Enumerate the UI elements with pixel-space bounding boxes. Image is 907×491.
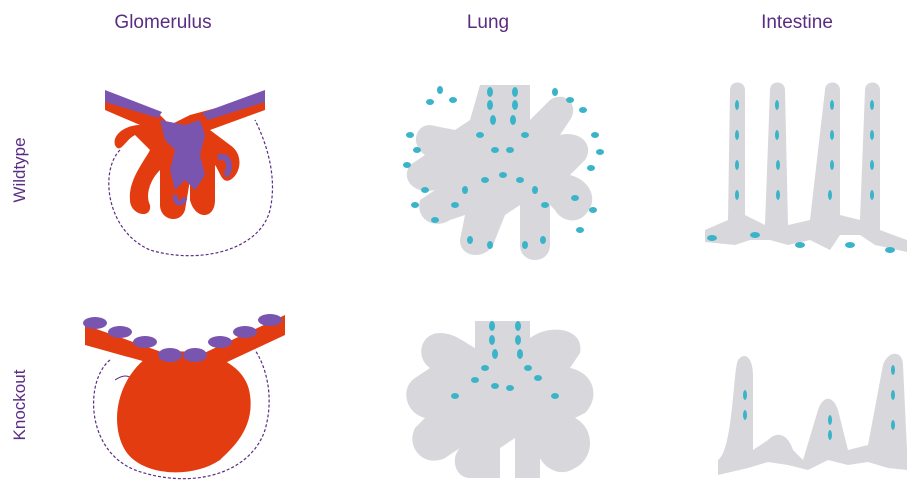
row-label-wildtype: Wildtype xyxy=(10,100,30,240)
wildtype-lung-illustration xyxy=(395,80,610,270)
wildtype-glomerulus-illustration xyxy=(90,80,290,270)
wildtype-intestine-illustration xyxy=(700,80,907,270)
lung-tissue-reduced-branching xyxy=(406,321,593,478)
column-title-lung: Lung xyxy=(388,12,588,34)
row-label-knockout: Knockout xyxy=(10,335,30,475)
column-title-intestine: Intestine xyxy=(697,12,897,34)
knockout-glomerulus-illustration xyxy=(80,300,290,485)
column-title-glomerulus: Glomerulus xyxy=(63,12,263,34)
knockout-lung-illustration xyxy=(400,318,605,486)
enlarged-capillary-mass xyxy=(117,351,251,472)
lung-branching-tissue xyxy=(407,85,592,260)
knockout-intestine-illustration xyxy=(718,350,907,480)
